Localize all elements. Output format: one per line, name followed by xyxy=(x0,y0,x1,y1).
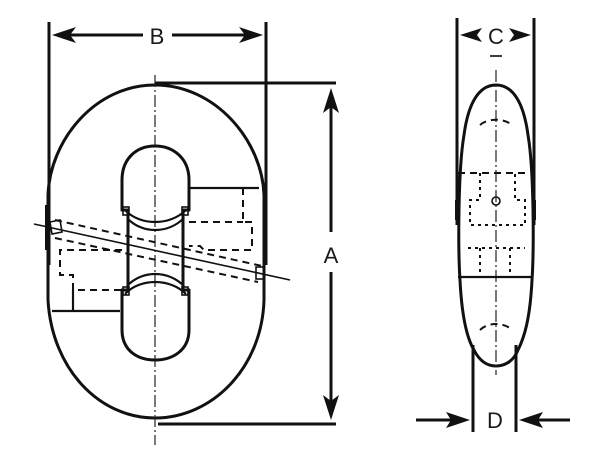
inner-slot-upper xyxy=(120,144,191,212)
front-view: B xyxy=(33,22,339,445)
pin-end-right xyxy=(255,266,265,280)
pin-axis-line xyxy=(33,223,291,281)
hidden-arc-bottom xyxy=(479,323,513,331)
arrow-up-icon xyxy=(323,88,339,113)
pin-head-mark xyxy=(45,205,49,250)
arrow-left-icon xyxy=(460,28,482,42)
arrow-right-icon xyxy=(239,27,263,43)
pin-hidden-lower xyxy=(54,237,259,283)
arrow-left-icon xyxy=(519,412,543,428)
dimension-d-label: D xyxy=(487,408,503,433)
hidden-left-recess xyxy=(59,249,122,291)
dimension-a-line xyxy=(323,88,339,420)
inner-slot-lower xyxy=(120,288,191,362)
pin-end-left xyxy=(49,219,63,235)
dimension-c-label: C xyxy=(488,24,504,49)
arrow-down-icon xyxy=(323,395,339,420)
arrow-left-icon xyxy=(52,27,76,43)
dimension-b-line xyxy=(52,27,263,43)
pin-hole xyxy=(491,196,501,206)
dimension-d-arrows xyxy=(416,412,570,428)
side-view: C D xyxy=(416,18,570,433)
hidden-arc-top xyxy=(479,118,513,126)
hidden-mid-lower xyxy=(468,247,525,275)
pin-hidden-upper xyxy=(54,219,263,267)
dimension-b-label: B xyxy=(150,24,165,49)
hidden-right-recess xyxy=(189,188,253,251)
arrow-right-icon xyxy=(446,412,470,428)
dimension-a-label: A xyxy=(324,243,339,268)
hidden-mid-block xyxy=(469,173,526,226)
arrow-right-icon xyxy=(509,28,531,42)
